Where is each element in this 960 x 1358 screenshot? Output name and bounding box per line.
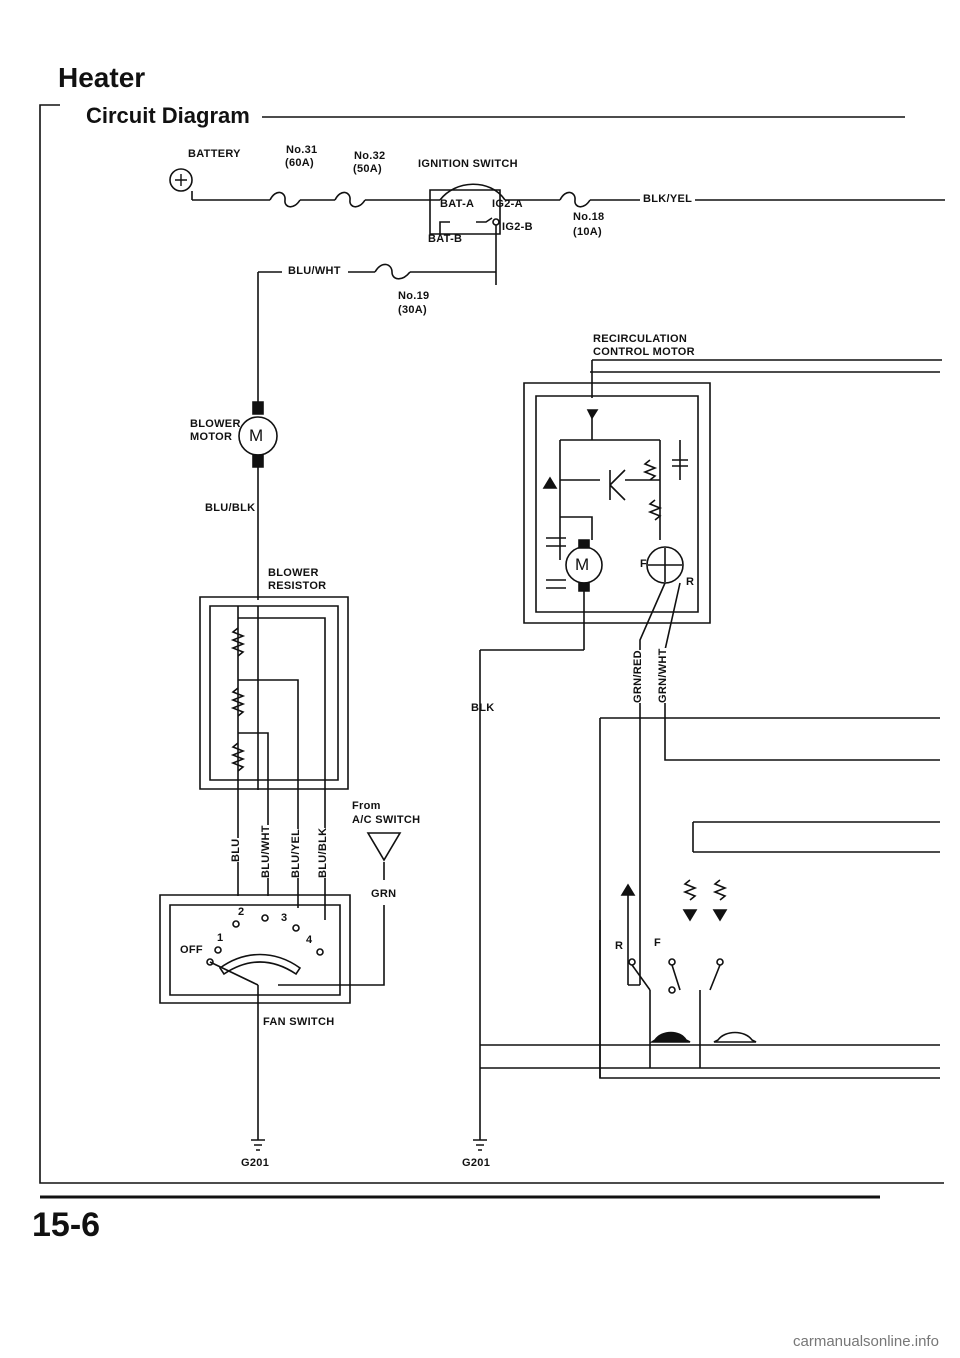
ac-switch-arrow (368, 833, 400, 860)
fuse32-symbol (335, 192, 365, 206)
fuse31-label: No.31 (286, 144, 318, 156)
ignition-switch-box (430, 190, 500, 234)
page-title: Heater (58, 62, 146, 93)
recirc-line (590, 360, 942, 398)
blu-wht-line (258, 272, 496, 410)
fan-pos-2: 2 (238, 906, 245, 918)
fuse18-label: No.18 (573, 211, 605, 223)
grn-label: GRN (371, 888, 397, 900)
wire-blu-label: BLU (230, 838, 242, 862)
blk-yel-label: BLK/YEL (640, 193, 696, 205)
ground-left (251, 1128, 265, 1150)
recirc-motor-box (524, 383, 710, 623)
fan-pos-4: 4 (306, 934, 313, 946)
fan-switch-box (160, 895, 350, 1003)
recirc-label-2: CONTROL MOTOR (593, 346, 695, 358)
term-r-label: R (686, 576, 695, 588)
fuse31-symbol (270, 192, 300, 206)
fan-pos-1: 1 (217, 932, 224, 944)
from-label: From (352, 800, 381, 812)
car-icon (652, 1033, 690, 1043)
battery-symbol (170, 169, 192, 191)
grn-wht-label: GRN/WHT (657, 648, 669, 703)
fuse32-label: No.32 (354, 150, 386, 162)
bat-a-label: BAT-A (440, 198, 475, 210)
wire-blu-wht-label: BLU/WHT (260, 825, 272, 878)
fuse19-amp: (30A) (398, 304, 428, 316)
blower-motor-label-2: MOTOR (190, 431, 233, 443)
wire-blu-blk-label: BLU/BLK (317, 827, 329, 878)
resistor-2 (233, 688, 243, 716)
blower-motor-m: M (249, 426, 264, 445)
battery-label: BATTERY (188, 148, 241, 160)
fuse19-symbol (375, 264, 410, 278)
blu-wht-label: BLU/WHT (285, 265, 344, 277)
fuse31-amp: (60A) (285, 157, 315, 169)
ig2-b-label: IG2-B (502, 221, 533, 233)
frame-left (40, 125, 944, 1183)
recirc-label-1: RECIRCULATION (593, 333, 688, 345)
fuse18-amp: (10A) (573, 226, 603, 238)
ignition-switch-label: IGNITION SWITCH (418, 158, 518, 170)
wire-blu-yel-label: BLU/YEL (290, 828, 302, 878)
blk-label: BLK (471, 702, 495, 714)
recirc-motor-m: M (575, 555, 590, 574)
resistor-3 (233, 743, 243, 771)
fuse32-amp: (50A) (353, 163, 383, 175)
fan-off-label: OFF (180, 944, 203, 956)
fan-switch-label: FAN SWITCH (263, 1016, 335, 1028)
ground-mid (473, 1128, 487, 1150)
blower-resistor-label-1: BLOWER (268, 567, 319, 579)
bat-b-label: BAT-B (428, 233, 463, 245)
blu-blk-label: BLU/BLK (205, 502, 256, 514)
watermark: carmanualsonline.info (793, 1333, 939, 1350)
blower-resistor-label-2: RESISTOR (268, 580, 327, 592)
car-outline-icon (714, 1033, 756, 1043)
grn-red-label: GRN/RED (632, 650, 644, 703)
ground-mid-label: G201 (462, 1157, 491, 1169)
ac-switch-label: A/C SWITCH (352, 814, 421, 826)
frame-top-tick (40, 105, 60, 125)
switch-f-label: F (654, 937, 662, 949)
section-title: Circuit Diagram (86, 103, 250, 128)
blower-resistor-box (200, 597, 348, 789)
fuse18-symbol (560, 192, 590, 206)
switch-r-label: R (615, 940, 624, 952)
ground-left-label: G201 (241, 1157, 270, 1169)
fan-switch-arc (220, 955, 300, 975)
fan-pos-3: 3 (281, 912, 288, 924)
fuse19-label: No.19 (398, 290, 430, 302)
term-f-label: F (640, 558, 648, 570)
blower-motor-label-1: BLOWER (190, 418, 241, 430)
ig2-a-label: IG2-A (492, 198, 523, 210)
page-number: 15-6 (32, 1206, 101, 1244)
resistor-1 (233, 628, 243, 656)
